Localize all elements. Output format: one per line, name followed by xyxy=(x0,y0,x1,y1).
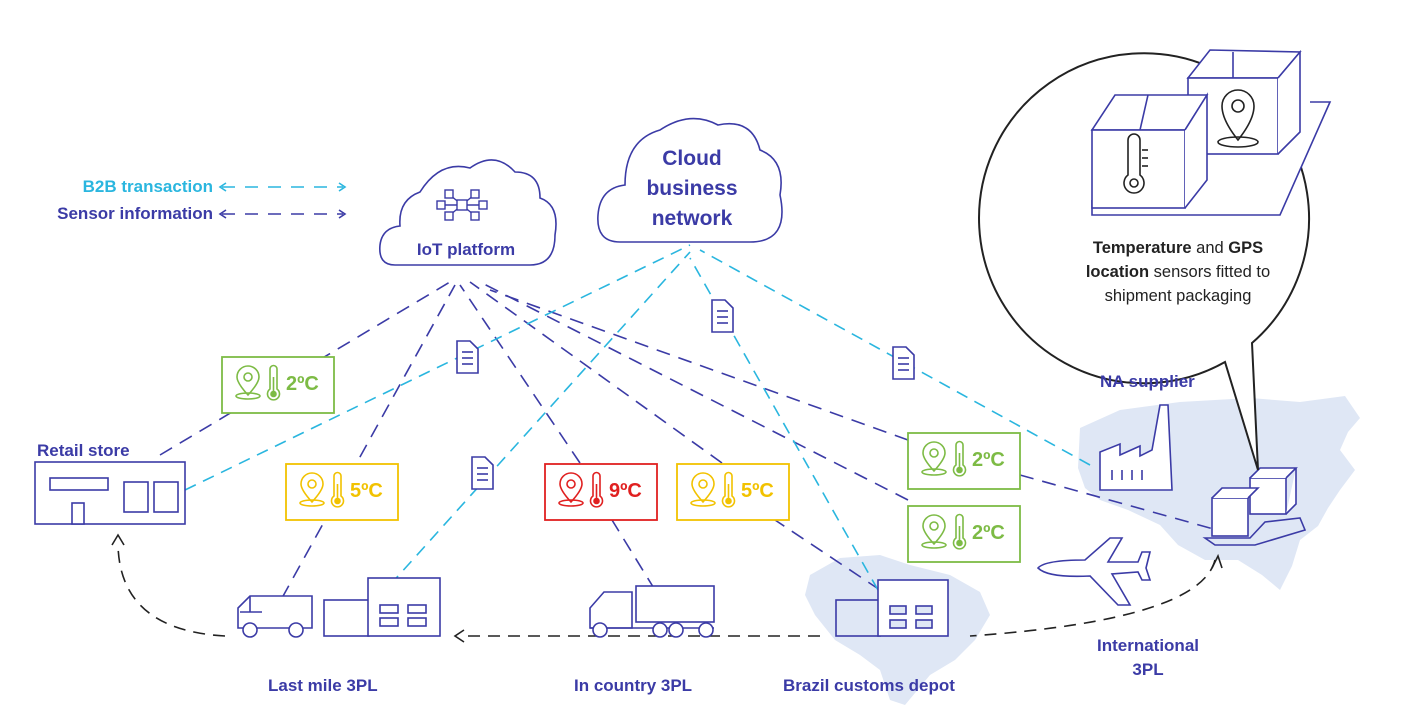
factory-icon xyxy=(1099,404,1173,491)
thermometer-icon xyxy=(266,364,281,401)
arrowhead-brazil xyxy=(1211,553,1223,569)
van-icon xyxy=(237,595,313,638)
legend-b2b-arrow xyxy=(218,182,347,192)
bubble-bold-gps: GPS location xyxy=(1085,239,1264,281)
truck-icon xyxy=(589,585,715,638)
bubble-rest: sensors fitted to shipment packaging xyxy=(1104,263,1271,305)
thermometer-icon xyxy=(589,471,604,508)
thermometer-icon xyxy=(952,440,967,477)
document-icon xyxy=(711,299,734,333)
document-icon xyxy=(892,346,915,380)
in-country-label: In country 3PL xyxy=(574,676,693,695)
thermometer-icon xyxy=(330,471,345,508)
iot-platform-label: IoT platform xyxy=(416,240,516,259)
reading-value-supplier: 2ºC xyxy=(972,449,1005,471)
reading-box-retail xyxy=(221,356,335,414)
reading-value-retail: 2ºC xyxy=(286,373,319,395)
reading-value-in-country: 9ºC xyxy=(609,480,642,502)
last-mile-label: Last mile 3PL xyxy=(268,676,378,695)
bubble-location-pin-icon xyxy=(1217,89,1259,148)
reading-box-brazil xyxy=(676,463,790,521)
bubble-and: and xyxy=(1191,239,1229,257)
cloud-network-label: Cloud business network xyxy=(612,144,772,234)
airplane-icon xyxy=(1036,537,1152,606)
document-icon xyxy=(456,340,479,374)
reading-value-last-mile: 5ºC xyxy=(350,480,383,502)
retail-store-label: Retail store xyxy=(37,441,130,460)
bubble-bold-temperature: Temperature xyxy=(1092,239,1192,257)
sensor-lines xyxy=(159,281,1236,599)
location-pin-icon xyxy=(558,472,584,507)
iot-cloud xyxy=(378,159,557,266)
network-icon xyxy=(436,189,488,221)
business-cloud xyxy=(597,117,783,243)
reading-value-international: 2ºC xyxy=(972,522,1005,544)
reading-box-supplier xyxy=(907,432,1021,490)
location-pin-icon xyxy=(690,472,716,507)
location-pin-icon xyxy=(921,514,947,549)
reading-box-international xyxy=(907,505,1021,563)
warehouse-icon-last-mile xyxy=(323,577,441,637)
location-pin-icon xyxy=(921,441,947,476)
retail-store-icon xyxy=(34,461,186,525)
legend-sensor-label: Sensor information xyxy=(57,204,213,223)
warehouse-icon-brazil xyxy=(835,579,949,637)
legend-b2b-label: B2B transaction xyxy=(82,177,213,196)
reading-box-last-mile xyxy=(285,463,399,521)
na-supplier-label: NA supplier xyxy=(1100,372,1195,391)
sensor-readings xyxy=(221,356,1021,563)
reading-box-in-country xyxy=(544,463,658,521)
packaging-illustration xyxy=(1090,49,1332,216)
arrowhead-retail xyxy=(111,533,125,546)
arrowhead-in-country xyxy=(453,629,465,643)
bubble-caption: Temperature and GPS location sensors fit… xyxy=(1078,236,1278,308)
cloud-network-line3: network xyxy=(651,207,733,230)
bubble-thermometer-icon xyxy=(1123,133,1148,194)
boxes-icon xyxy=(1202,467,1307,546)
document-icon xyxy=(471,456,494,490)
reading-value-brazil: 5ºC xyxy=(741,480,774,502)
cloud-network-line1: Cloud xyxy=(662,147,722,170)
thermometer-icon xyxy=(952,513,967,550)
shipment-flow xyxy=(117,544,1216,637)
thermometer-icon xyxy=(721,471,736,508)
cloud-network-line2: business xyxy=(646,177,738,200)
location-pin-icon xyxy=(299,472,325,507)
international-line1: International xyxy=(1096,636,1199,655)
international-label: International 3PL xyxy=(1078,634,1218,682)
location-pin-icon xyxy=(235,365,261,400)
brazil-depot-label: Brazil customs depot xyxy=(783,676,955,695)
international-line2: 3PL xyxy=(1132,660,1164,679)
legend-sensor-arrow xyxy=(218,209,347,219)
